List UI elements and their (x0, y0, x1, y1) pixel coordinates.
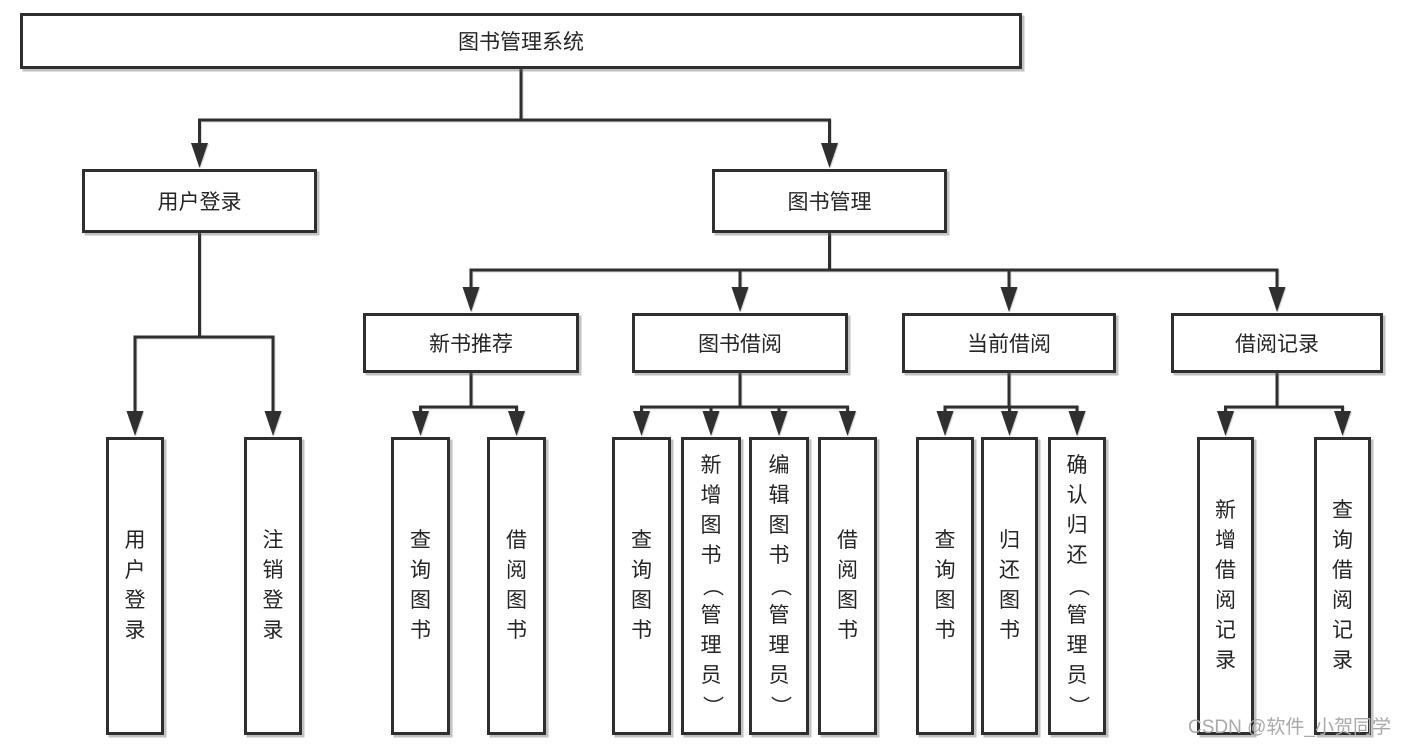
node-label: 查询图书 (410, 529, 431, 642)
node-leaf-query-borrow-record: 查询借阅记录 (1314, 437, 1371, 735)
node-new-book-recommend: 新书推荐 (363, 313, 579, 373)
node-label: 查询借阅记录 (1332, 499, 1353, 672)
node-label: 用户登录 (124, 529, 146, 642)
node-leaf-query-books-1: 查询图书 (391, 437, 450, 735)
node-leaf-query-books-2: 查询图书 (612, 437, 671, 735)
node-root: 图书管理系统 (20, 13, 1022, 69)
node-label: 借阅图书 (506, 529, 527, 642)
node-label: 新增借阅记录 (1215, 499, 1236, 672)
node-label: 图书借阅 (698, 333, 782, 356)
node-label: 当前借阅 (967, 333, 1051, 356)
node-label: 注销登录 (262, 529, 284, 642)
node-leaf-borrow-books-1: 借阅图书 (487, 437, 546, 735)
node-book-management: 图书管理 (712, 169, 947, 233)
node-label: 编辑图书（管理员） (768, 454, 791, 717)
node-label: 归还图书 (999, 529, 1020, 642)
node-leaf-confirm-return: 确认归还（管理员） (1048, 437, 1106, 735)
node-leaf-return-books: 归还图书 (981, 437, 1038, 735)
node-leaf-edit-books: 编辑图书（管理员） (749, 437, 809, 735)
node-user-login: 用户登录 (82, 169, 317, 233)
node-borrowing-records: 借阅记录 (1171, 313, 1383, 373)
watermark: CSDN @软件_小贺同学 (1188, 717, 1391, 738)
node-current-borrowing: 当前借阅 (902, 313, 1116, 373)
node-leaf-user-login: 用户登录 (106, 437, 164, 735)
node-label: 用户登录 (157, 191, 242, 214)
node-leaf-add-books: 新增图书（管理员） (681, 437, 741, 735)
node-label: 确认归还（管理员） (1066, 454, 1089, 717)
node-leaf-logout: 注销登录 (244, 437, 302, 735)
node-leaf-borrow-books-2: 借阅图书 (818, 437, 877, 735)
node-label: 借阅图书 (837, 529, 858, 642)
node-label: 新增图书（管理员） (700, 454, 723, 717)
node-leaf-query-books-3: 查询图书 (916, 437, 974, 735)
node-label: 图书管理系统 (458, 31, 584, 54)
node-label: 借阅记录 (1235, 333, 1319, 356)
node-book-borrowing: 图书借阅 (632, 313, 848, 373)
node-label: 查询图书 (631, 529, 652, 642)
node-label: 图书管理 (787, 191, 872, 214)
node-label: 新书推荐 (429, 333, 513, 356)
node-leaf-add-borrow-record: 新增借阅记录 (1197, 437, 1254, 735)
node-label: 查询图书 (934, 529, 956, 642)
